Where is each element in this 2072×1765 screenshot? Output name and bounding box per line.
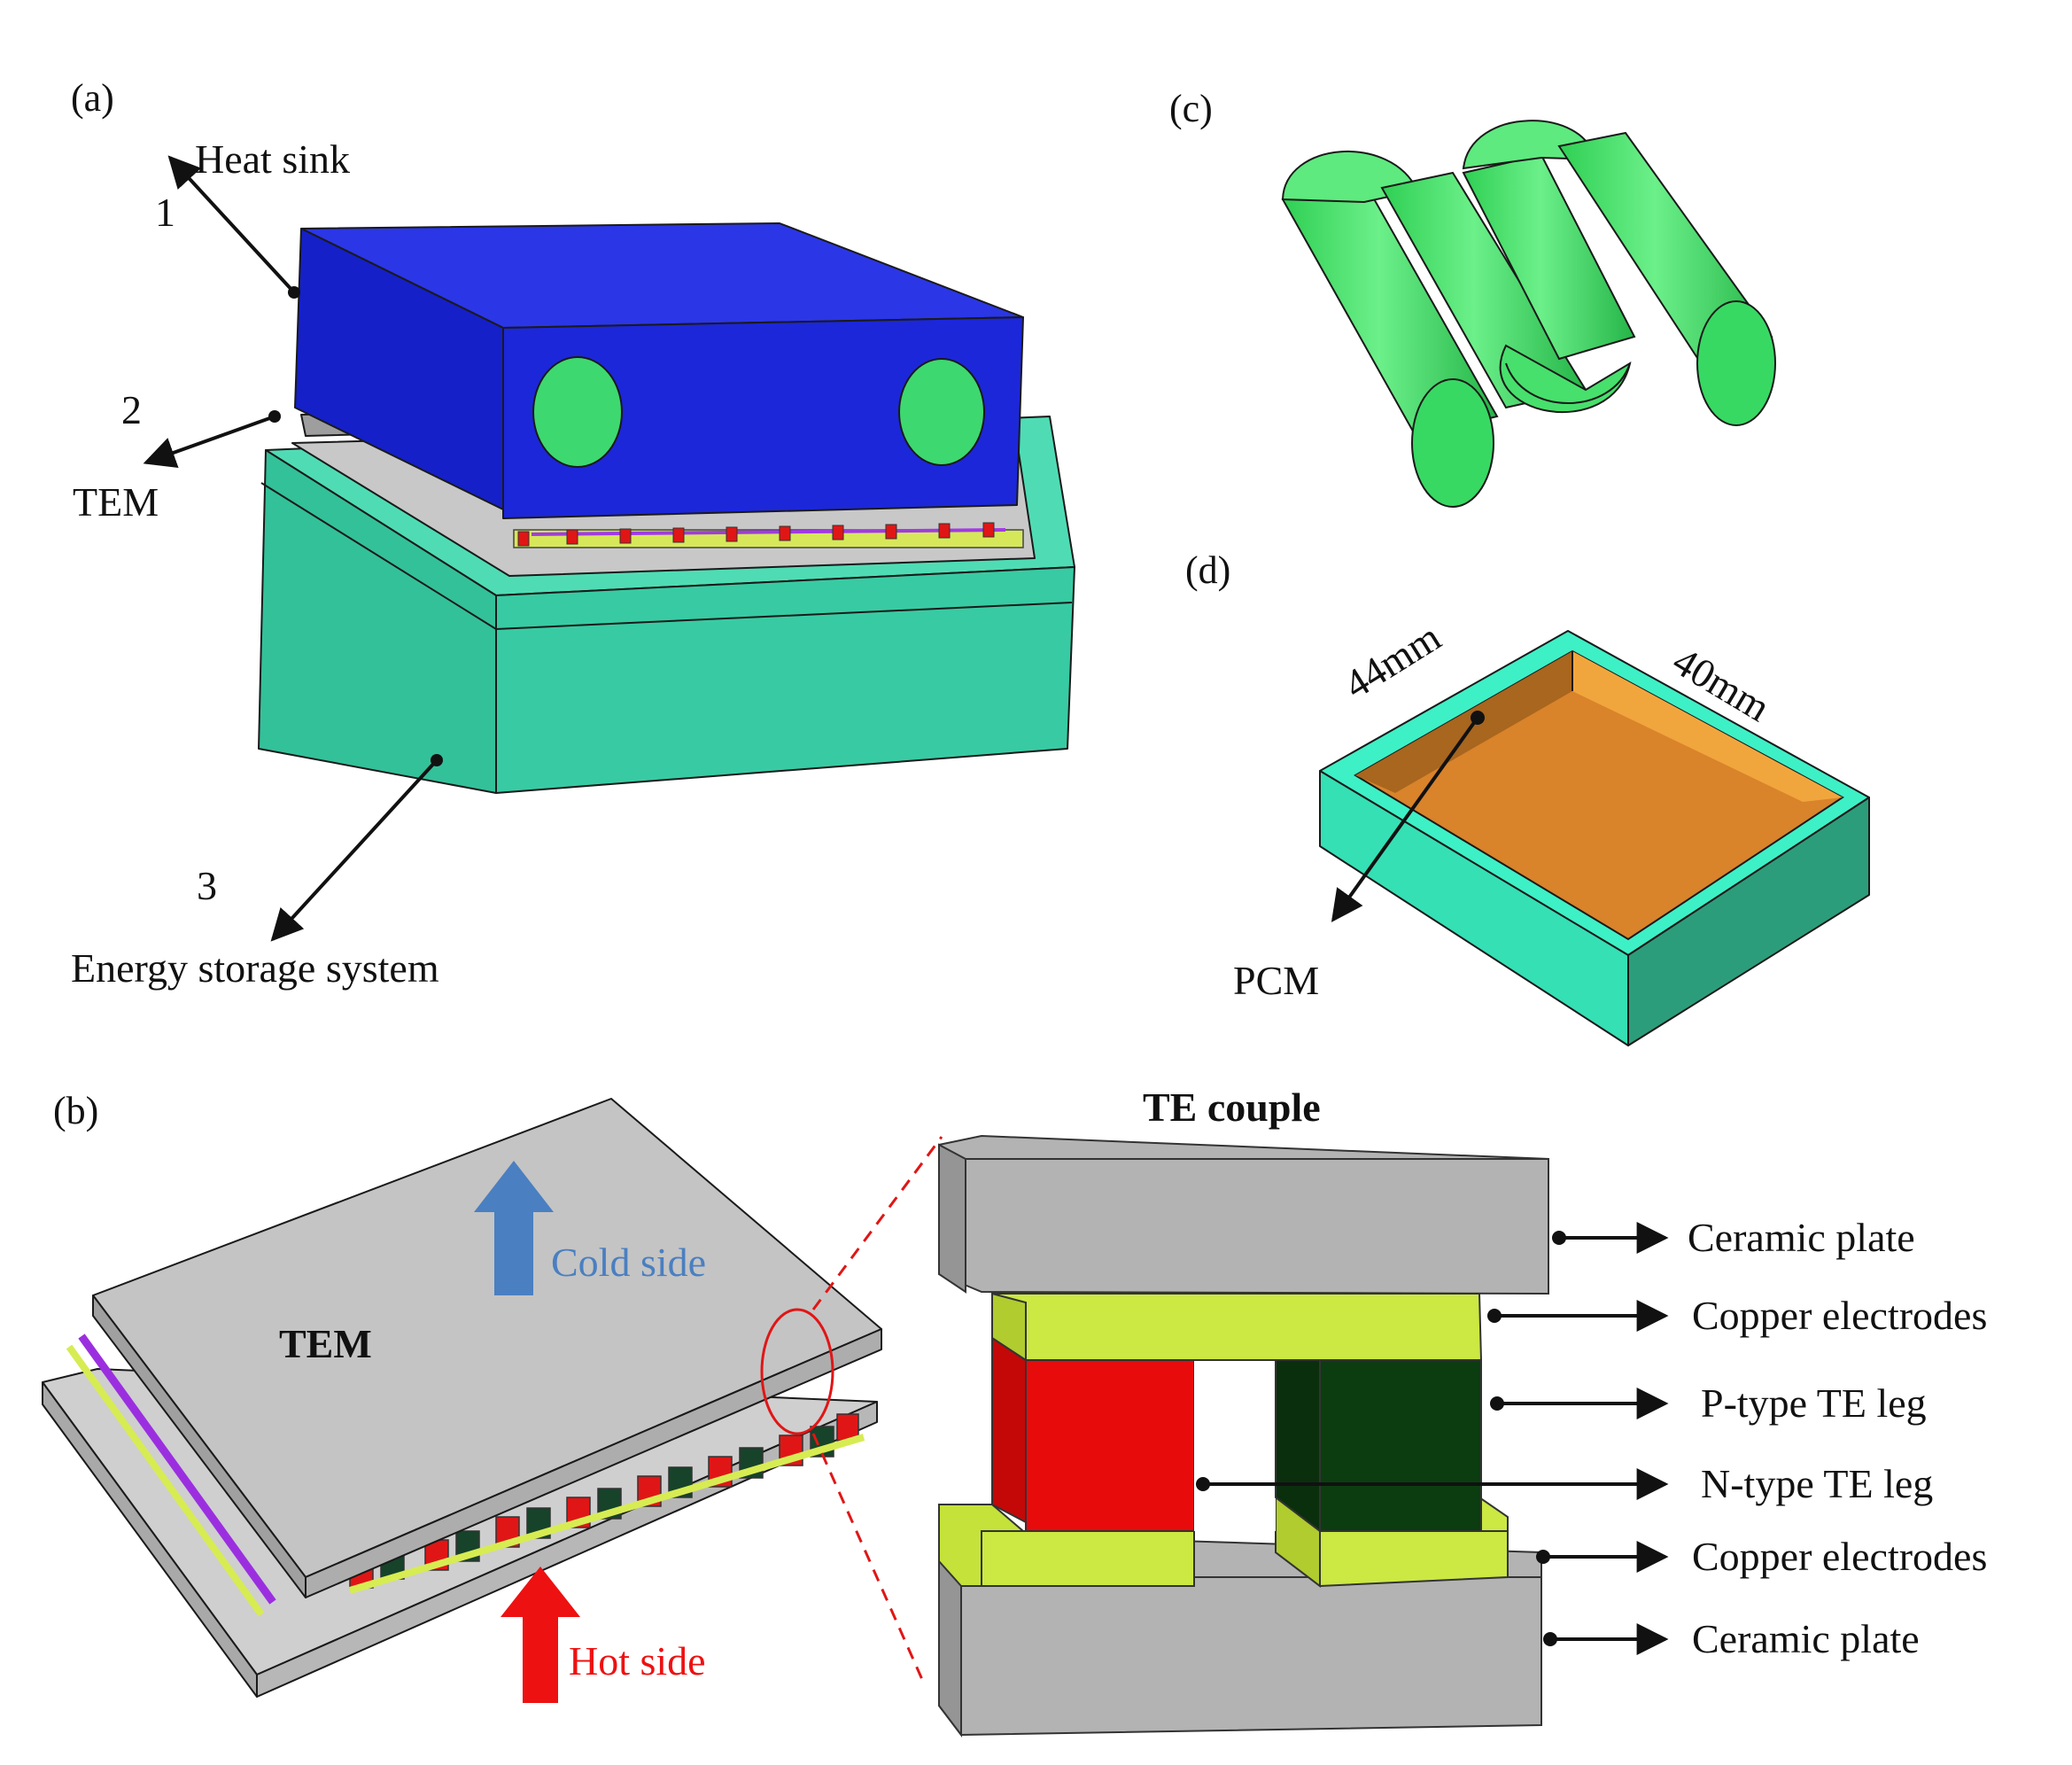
heat-sink-hole-right (898, 358, 985, 466)
ceramic-plate-top-label: Ceramic plate (1688, 1215, 1915, 1260)
pcm-label: PCM (1233, 958, 1319, 1003)
panel-a: (a) (71, 76, 1075, 991)
tem-label: TEM (279, 1321, 372, 1366)
hot-side-arrow (501, 1567, 580, 1703)
zoom-circle (760, 1308, 834, 1435)
tem-callout-label: TEM (73, 479, 159, 525)
callout-number-3: 3 (197, 863, 217, 908)
tem-module (42, 1098, 882, 1698)
panel-b-label: (b) (53, 1089, 98, 1132)
callout-number-1: 1 (155, 190, 175, 235)
panel-c-label: (c) (1169, 87, 1213, 130)
panel-d: (d) 44mm 40mm PCM (1185, 548, 1870, 1046)
ceramic-plate-bottom-label: Ceramic plate (1692, 1616, 1920, 1661)
copper-electrodes-top-label: Copper electrodes (1692, 1293, 1987, 1338)
n-type-leg-label: N-type TE leg (1701, 1461, 1933, 1506)
dimension-length-label: 44mm (1336, 614, 1448, 708)
callout-tem: 2 TEM (73, 387, 281, 525)
energy-storage-label: Energy storage system (71, 945, 439, 991)
heat-sink-label: Heat sink (195, 136, 350, 182)
callout-heat-sink: 1 Heat sink (155, 136, 350, 299)
zoom-line-top (811, 1136, 943, 1310)
heat-sink-hole-left (532, 356, 623, 468)
panel-c: (c) (1169, 87, 1776, 508)
te-couple (938, 1134, 1549, 1738)
tem-legs-a (517, 522, 995, 547)
pcm-container (1319, 630, 1870, 1046)
callout-energy-storage: 3 Energy storage system (71, 754, 443, 991)
cold-side-arrow (474, 1161, 554, 1295)
te-couple-title: TE couple (1143, 1085, 1321, 1130)
te-couple-callouts: Ceramic plate Copper electrodes P-type T… (1196, 1215, 1987, 1661)
heat-sink-block (294, 222, 1024, 519)
callout-number-2: 2 (121, 387, 142, 432)
panel-b: (b) (42, 1085, 1987, 1738)
panel-a-label: (a) (71, 76, 114, 120)
zoom-line-bottom (811, 1433, 926, 1684)
cold-side-label: Cold side (551, 1240, 706, 1285)
panel-d-label: (d) (1185, 548, 1230, 592)
p-type-leg-label: P-type TE leg (1701, 1380, 1927, 1426)
serpentine-pipe (1281, 120, 1776, 508)
hot-side-label: Hot side (569, 1638, 706, 1683)
copper-electrodes-bottom-label: Copper electrodes (1692, 1534, 1987, 1579)
